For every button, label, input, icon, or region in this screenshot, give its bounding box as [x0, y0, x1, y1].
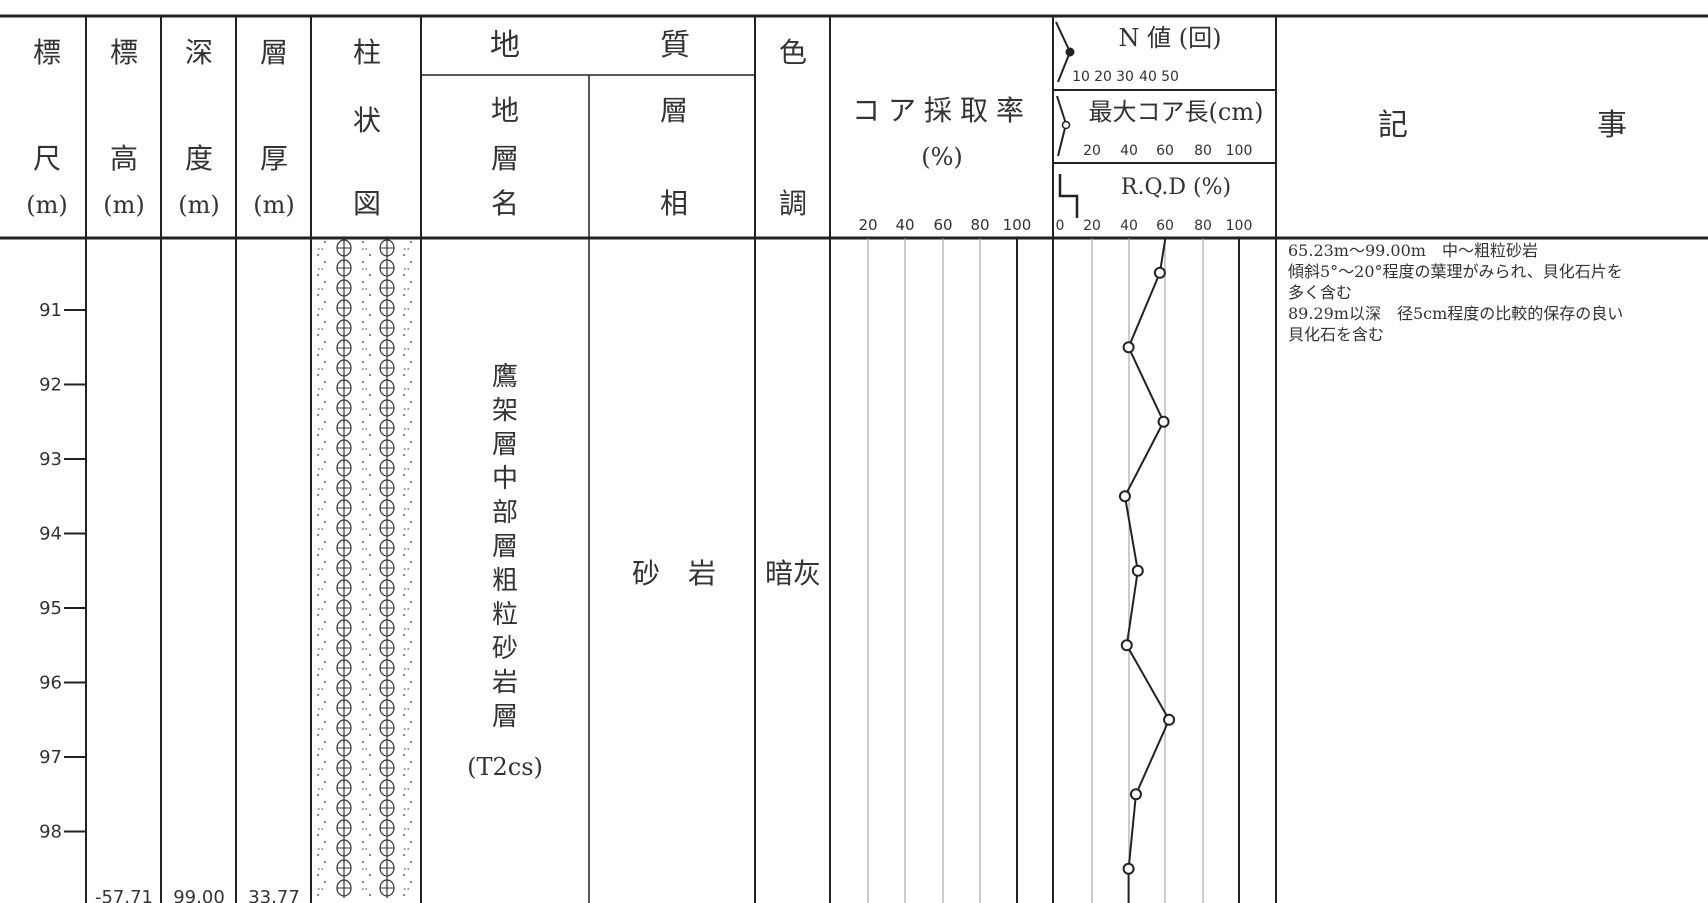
remarks-text: 65.23m～99.00m 中～粗粒砂岩 傾斜5°～20°程度の葉理がみられ、貝… [1288, 240, 1708, 345]
scale-tick-label: 94 [39, 524, 62, 545]
max-core-marker [1061, 120, 1071, 130]
header-depth-unit: (m) [178, 191, 219, 219]
bottom-depth: 99.00 [173, 887, 225, 903]
header-facies-char: 層 [660, 94, 688, 127]
max-core-tick: 20 [1083, 143, 1101, 159]
remark-line: 傾斜5°～20°程度の葉理がみられ、貝化石片を [1288, 262, 1623, 281]
data-point [1153, 266, 1166, 279]
data-point [1129, 788, 1142, 801]
scale-tick-label: 96 [39, 673, 62, 694]
sandstone-column-pattern [317, 238, 412, 898]
scale-tick-label: 98 [39, 822, 62, 843]
stratum-name-char: 層 [492, 702, 518, 732]
header-thickness-char: 厚 [260, 142, 288, 175]
header-remarks-char: 事 [1597, 108, 1627, 143]
data-point [1118, 490, 1131, 503]
header-rqd-title: R.Q.D (%) [1121, 175, 1231, 200]
header-geology-char: 地 [490, 28, 520, 63]
scale-tick-label: 97 [39, 747, 62, 768]
rqd-tick: 60 [1156, 218, 1174, 234]
header-elevation-unit: (m) [103, 191, 144, 219]
header-remarks-char: 記 [1378, 108, 1408, 143]
header-depth-char: 度 [185, 142, 213, 175]
data-point [1131, 564, 1144, 577]
header-color-char: 色 [779, 36, 807, 69]
header-column-char: 状 [353, 104, 381, 137]
max-core-tick: 40 [1120, 143, 1138, 159]
data-point [1120, 639, 1133, 652]
data-point [1122, 862, 1135, 875]
stratum-name-char: 架 [492, 396, 518, 426]
data-point [1163, 713, 1176, 726]
rqd-tick: 40 [1120, 218, 1138, 234]
scale-tick-label: 91 [39, 300, 62, 321]
n-value-tick: 40 [1139, 69, 1157, 85]
stratum-name-char: 部 [492, 498, 518, 528]
header-elevation-char: 高 [110, 142, 138, 175]
n-value-tick: 50 [1161, 69, 1179, 85]
bottom-thickness: 33.77 [248, 887, 300, 903]
remark-line: 貝化石を含む [1288, 325, 1385, 344]
header-thickness-unit: (m) [253, 191, 294, 219]
stratum-name-char: 砂 [492, 634, 518, 664]
max-core-tick: 60 [1156, 143, 1174, 159]
stratum-name-char: 層 [492, 430, 518, 460]
n-value-tick: 10 [1072, 69, 1090, 85]
header-core-recovery-title: コア採取率 [852, 94, 1032, 127]
max-core-tick: 80 [1194, 143, 1212, 159]
bottom-elevation: -57.71 [95, 887, 153, 903]
header-column-char: 柱 [353, 36, 381, 69]
header-facies-char: 相 [660, 187, 688, 220]
header-scale-char: 標 [33, 36, 61, 69]
series-line [1123, 237, 1171, 903]
rqd-tick: 0 [1056, 218, 1065, 234]
remark-line: 89.29m以深 径5cm程度の比較的保存の良い [1288, 304, 1624, 323]
remark-line: 多く含む [1288, 283, 1353, 302]
n-value-tick: 30 [1116, 69, 1134, 85]
header-stratum-char: 地 [491, 94, 519, 127]
header-n-value-title: N 値 (回) [1119, 24, 1222, 52]
scale-tick-label: 92 [39, 375, 62, 396]
scale-tick-label: 93 [39, 449, 62, 470]
n-value-marker [1065, 47, 1075, 57]
stratum-name-char: 粒 [492, 600, 518, 630]
core-recovery-tick: 60 [933, 216, 952, 234]
max-core-length-chart [1118, 237, 1176, 903]
n-value-tick: 20 [1094, 69, 1112, 85]
header-max-core-title: 最大コア長(cm) [1089, 98, 1264, 126]
header-stratum-char: 名 [491, 187, 519, 220]
scale-tick-label: 95 [39, 598, 62, 619]
header-thickness-char: 層 [260, 36, 288, 69]
header-stratum-char: 層 [491, 142, 519, 175]
header-elevation-char: 標 [110, 36, 138, 69]
rqd-tick: 20 [1083, 218, 1101, 234]
header-core-recovery-unit: (%) [921, 143, 963, 171]
stratum-code: (T2cs) [467, 753, 543, 781]
stratum-name-char: 中 [492, 464, 518, 494]
core-recovery-tick: 40 [895, 216, 914, 234]
core-recovery-tick: 20 [858, 216, 877, 234]
stratum-name-char: 鷹 [492, 362, 518, 392]
color-label: 暗灰 [765, 557, 821, 590]
header-color-char: 調 [779, 187, 807, 220]
header-column-char: 図 [353, 187, 381, 220]
header-scale-unit: (m) [26, 191, 67, 219]
stratum-name-char: 粗 [492, 566, 518, 596]
rqd-symbol [1058, 174, 1079, 218]
facies-label: 砂 岩 [632, 557, 716, 590]
data-point [1122, 341, 1135, 354]
remark-line: 65.23m～99.00m 中～粗粒砂岩 [1288, 241, 1538, 260]
header-geology-char: 質 [660, 28, 690, 63]
core-recovery-tick: 100 [1003, 216, 1032, 234]
header-scale-char: 尺 [33, 142, 61, 175]
core-recovery-tick: 80 [970, 216, 989, 234]
rqd-tick: 80 [1194, 218, 1212, 234]
stratum-name-char: 層 [492, 532, 518, 562]
max-core-tick: 100 [1226, 143, 1253, 159]
header-depth-char: 深 [185, 36, 213, 69]
stratum-name-char: 岩 [492, 668, 518, 698]
data-point [1157, 415, 1170, 428]
rqd-tick: 100 [1226, 218, 1253, 234]
